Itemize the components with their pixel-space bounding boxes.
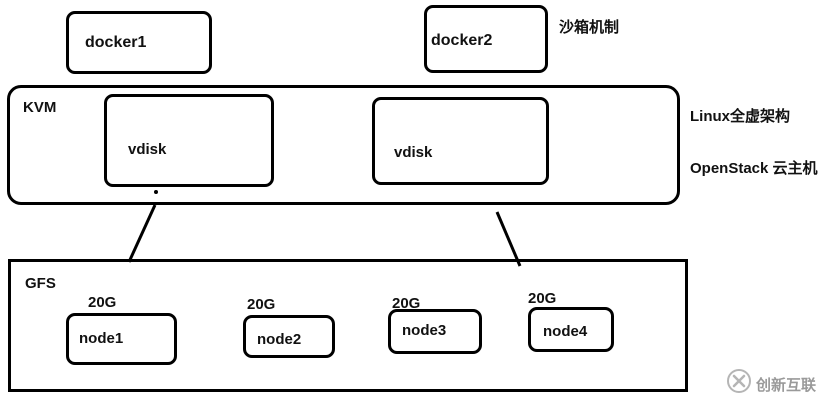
node4-label: node4 [543,323,588,340]
connector-dot [154,190,158,194]
kvm-box [7,85,680,205]
vdisk1-box [104,94,274,187]
vdisk2-label: vdisk [394,144,433,161]
node1-size: 20G [88,294,117,311]
docker1-box [66,11,212,74]
node1-box [66,313,177,365]
node2-size: 20G [247,296,276,313]
openstack-note: OpenStack 云主机 [690,160,818,177]
gfs-label: GFS [25,275,56,292]
vdisk2-box [372,97,549,185]
gfs-box [8,259,688,392]
docker2-label: docker2 [431,32,493,49]
watermark-logo-icon [727,369,751,393]
node4-size: 20G [528,290,557,307]
watermark-text: 创新互联 [756,377,817,394]
docker2-box [424,5,548,73]
sandbox-note: 沙箱机制 [559,19,620,36]
node2-label: node2 [257,331,302,348]
vdisk1-label: vdisk [128,141,167,158]
node2-box [243,315,335,358]
connector-line-left [127,204,157,263]
node3-label: node3 [402,322,447,339]
node3-box [388,309,482,354]
node4-box [528,307,614,352]
kvm-label: KVM [23,99,57,116]
watermark: 创新互联 [726,368,826,398]
docker1-label: docker1 [85,34,147,51]
connector-line-right [495,211,522,267]
node3-size: 20G [392,295,421,312]
node1-label: node1 [79,330,124,347]
linux-full-virt-note: Linux全虚架构 [690,108,790,125]
